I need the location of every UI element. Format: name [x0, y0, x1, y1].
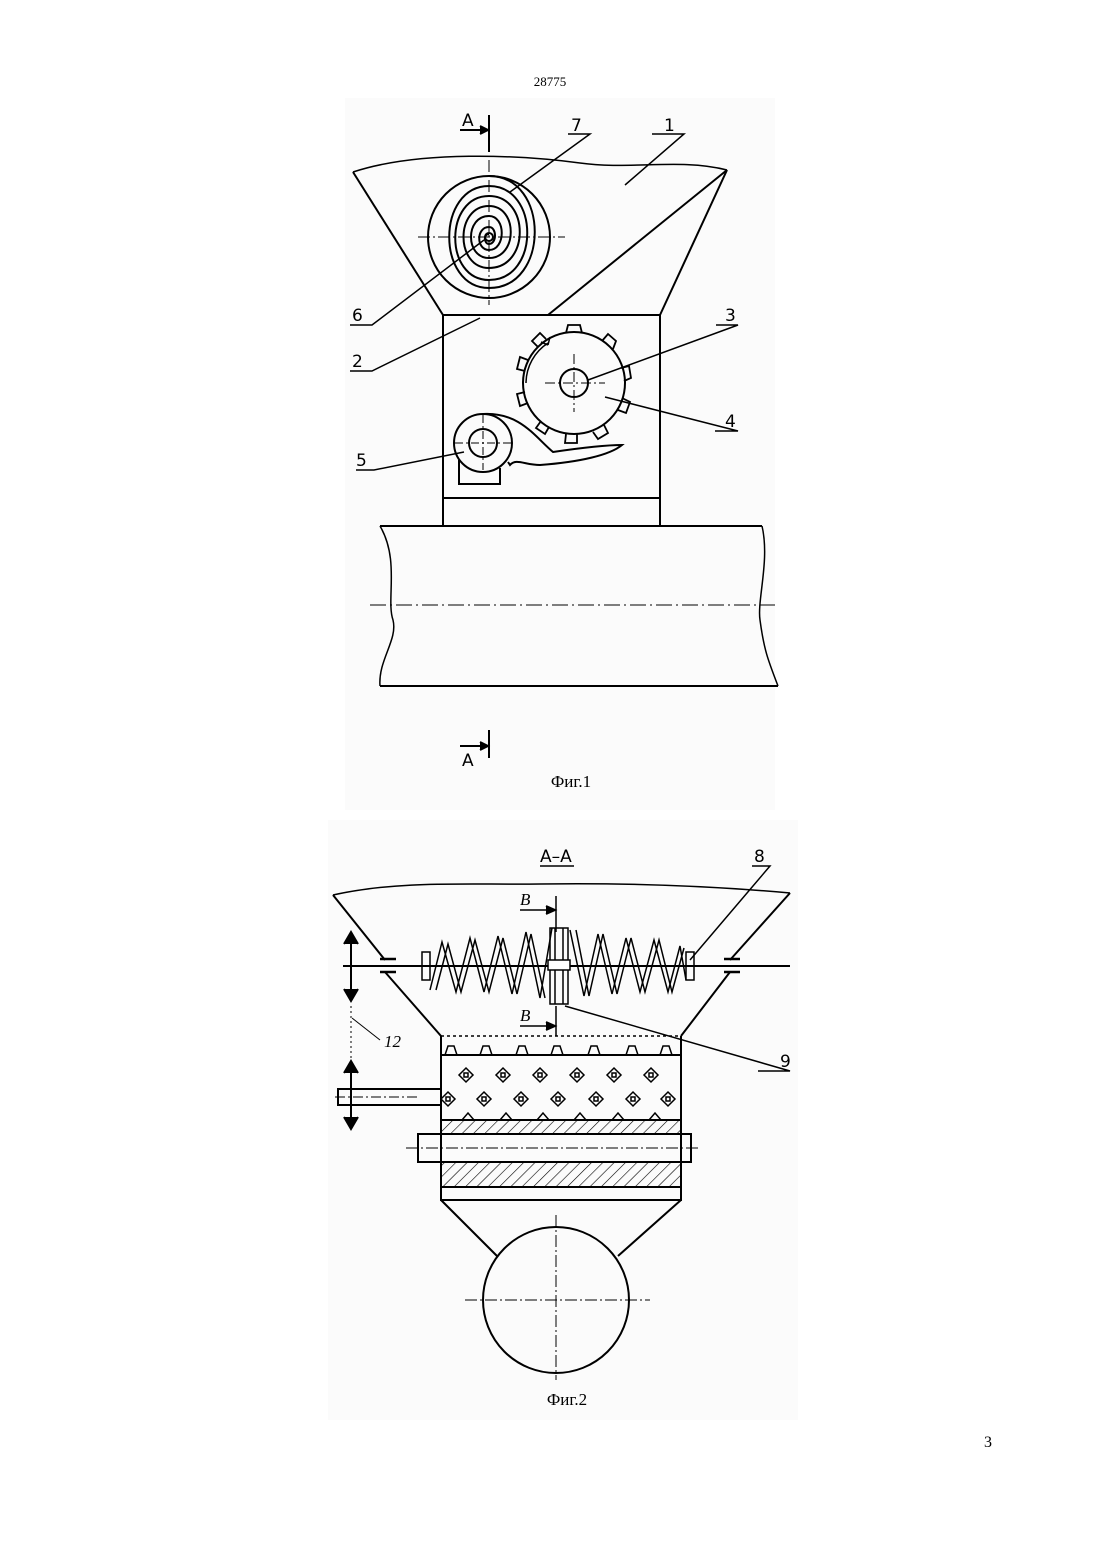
- hopper-wall-right: [660, 170, 727, 315]
- vibration-arrows: [344, 932, 358, 1129]
- spiral-spring: [418, 160, 565, 305]
- figure-2: [333, 866, 790, 1380]
- hopper2-top-break-line: [333, 884, 790, 895]
- figure-2-caption: Фиг.2: [467, 1390, 667, 1410]
- section-b-label-bottom: B: [520, 1006, 531, 1025]
- leader-lines-fig1: [350, 134, 738, 470]
- label-7: 7: [571, 116, 582, 136]
- figure-1-caption: Фиг.1: [471, 772, 671, 792]
- page-number: 3: [984, 1434, 992, 1452]
- discharge-pipe: [441, 1200, 681, 1380]
- label-5: 5: [356, 451, 367, 471]
- label-4: 4: [725, 412, 736, 432]
- section-b-label-top: B: [520, 890, 531, 909]
- label-1: 1: [664, 116, 675, 136]
- section-title-aa: А–А: [540, 847, 572, 867]
- label-9: 9: [780, 1052, 791, 1072]
- label-6: 6: [352, 306, 363, 326]
- pipe: [370, 526, 778, 686]
- hopper-wall-left: [353, 172, 443, 315]
- leader-lines-fig2: [352, 866, 790, 1071]
- label-2: 2: [352, 352, 363, 372]
- label-3: 3: [725, 306, 736, 326]
- hopper2-wall-right: [681, 893, 790, 1036]
- hopper-inner-baffle: [548, 170, 727, 315]
- label-12: 12: [384, 1032, 402, 1051]
- section-label-top: А: [462, 111, 474, 131]
- label-8: 8: [754, 847, 765, 867]
- housing-base: [443, 498, 660, 526]
- sprocket-drum: [517, 325, 631, 443]
- shaft-bearing: [406, 1120, 700, 1200]
- figure-1: [350, 115, 778, 758]
- section-label-bottom: А: [462, 751, 474, 771]
